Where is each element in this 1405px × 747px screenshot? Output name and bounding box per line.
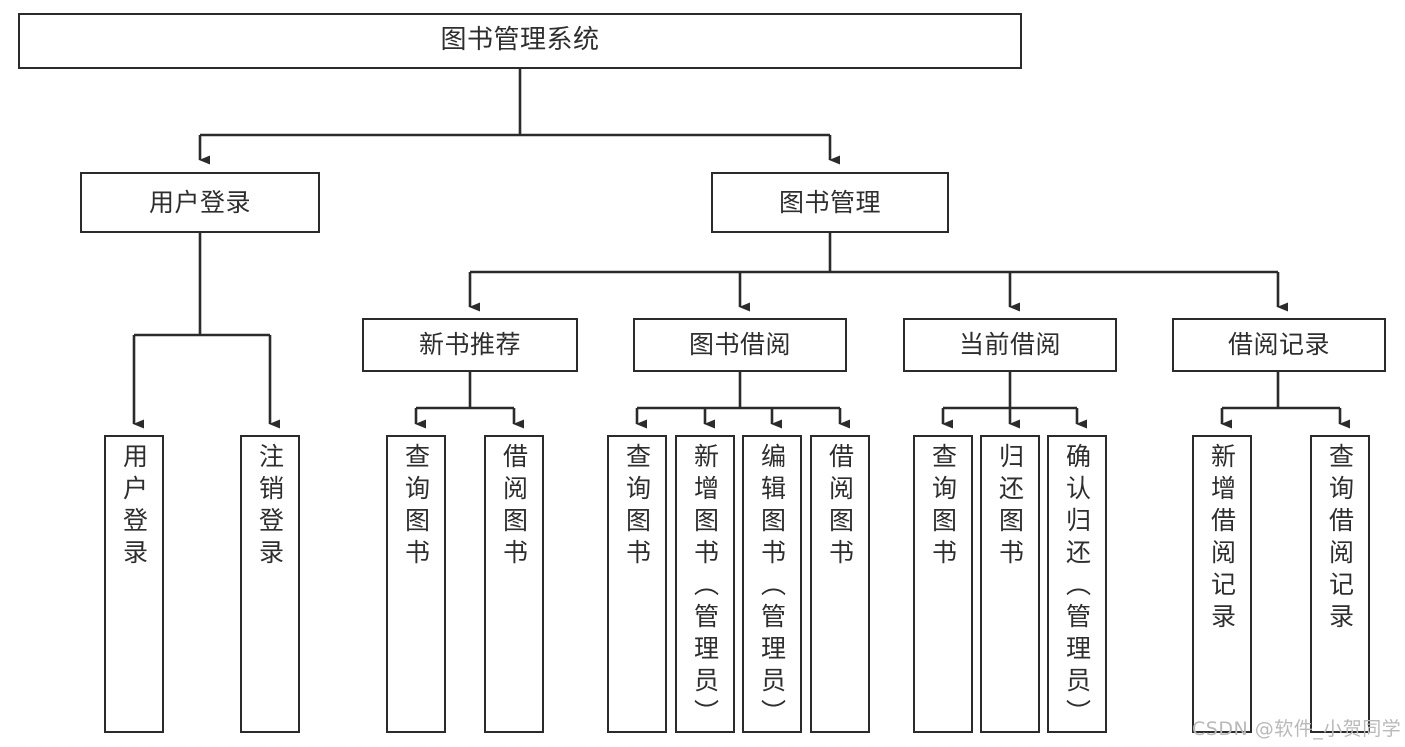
leaf-query-book-current[interactable]: 查询图书 <box>913 435 973 733</box>
node-current-borrow[interactable]: 当前借阅 <box>903 318 1117 372</box>
node-borrow-record[interactable]: 借阅记录 <box>1172 318 1386 372</box>
node-new-book-recommend[interactable]: 新书推荐 <box>362 318 578 372</box>
node-label: 注销登录 <box>255 443 285 571</box>
node-label: 图书管理 <box>778 187 881 217</box>
node-label: 查询图书 <box>622 443 652 571</box>
node-label: 查询图书 <box>928 443 958 571</box>
leaf-edit-book-admin[interactable]: 编辑图书（管理员） <box>742 435 802 733</box>
node-label: 查询借阅记录 <box>1325 443 1355 635</box>
leaf-query-book-borrow[interactable]: 查询图书 <box>607 435 667 733</box>
leaf-user-login[interactable]: 用户登录 <box>104 435 164 733</box>
node-label: 归还图书 <box>995 443 1025 571</box>
leaf-add-book-admin[interactable]: 新增图书（管理员） <box>675 435 735 733</box>
node-label: 借阅图书 <box>825 443 855 571</box>
leaf-user-logout[interactable]: 注销登录 <box>240 435 300 733</box>
leaf-add-borrow-record[interactable]: 新增借阅记录 <box>1192 435 1252 733</box>
node-label: 新增图书（管理员） <box>690 443 720 731</box>
leaf-query-book-recommend[interactable]: 查询图书 <box>386 435 446 733</box>
leaf-confirm-return-admin[interactable]: 确认归还（管理员） <box>1047 435 1107 733</box>
node-root-system[interactable]: 图书管理系统 <box>18 13 1022 69</box>
node-label: 用户登录 <box>148 187 251 217</box>
node-label: 查询图书 <box>401 443 431 571</box>
node-label: 借阅记录 <box>1227 330 1330 359</box>
leaf-borrow-book-recommend[interactable]: 借阅图书 <box>484 435 544 733</box>
node-label: 确认归还（管理员） <box>1062 443 1092 731</box>
node-label: 新书推荐 <box>418 330 521 359</box>
node-book-management[interactable]: 图书管理 <box>711 172 949 233</box>
node-label: 新增借阅记录 <box>1207 443 1237 635</box>
node-user-login[interactable]: 用户登录 <box>80 172 320 233</box>
leaf-return-book[interactable]: 归还图书 <box>980 435 1040 733</box>
node-label: 用户登录 <box>119 443 149 571</box>
leaf-borrow-book[interactable]: 借阅图书 <box>810 435 870 733</box>
node-label: 借阅图书 <box>499 443 529 571</box>
node-label: 编辑图书（管理员） <box>757 443 787 731</box>
node-label: 当前借阅 <box>958 330 1061 359</box>
node-label: 图书借阅 <box>688 330 791 359</box>
csdn-watermark: CSDN @软件_小贺同学 <box>1192 718 1402 740</box>
node-book-borrow[interactable]: 图书借阅 <box>633 318 847 372</box>
leaf-query-borrow-record[interactable]: 查询借阅记录 <box>1310 435 1370 733</box>
node-label: 图书管理系统 <box>440 25 600 56</box>
